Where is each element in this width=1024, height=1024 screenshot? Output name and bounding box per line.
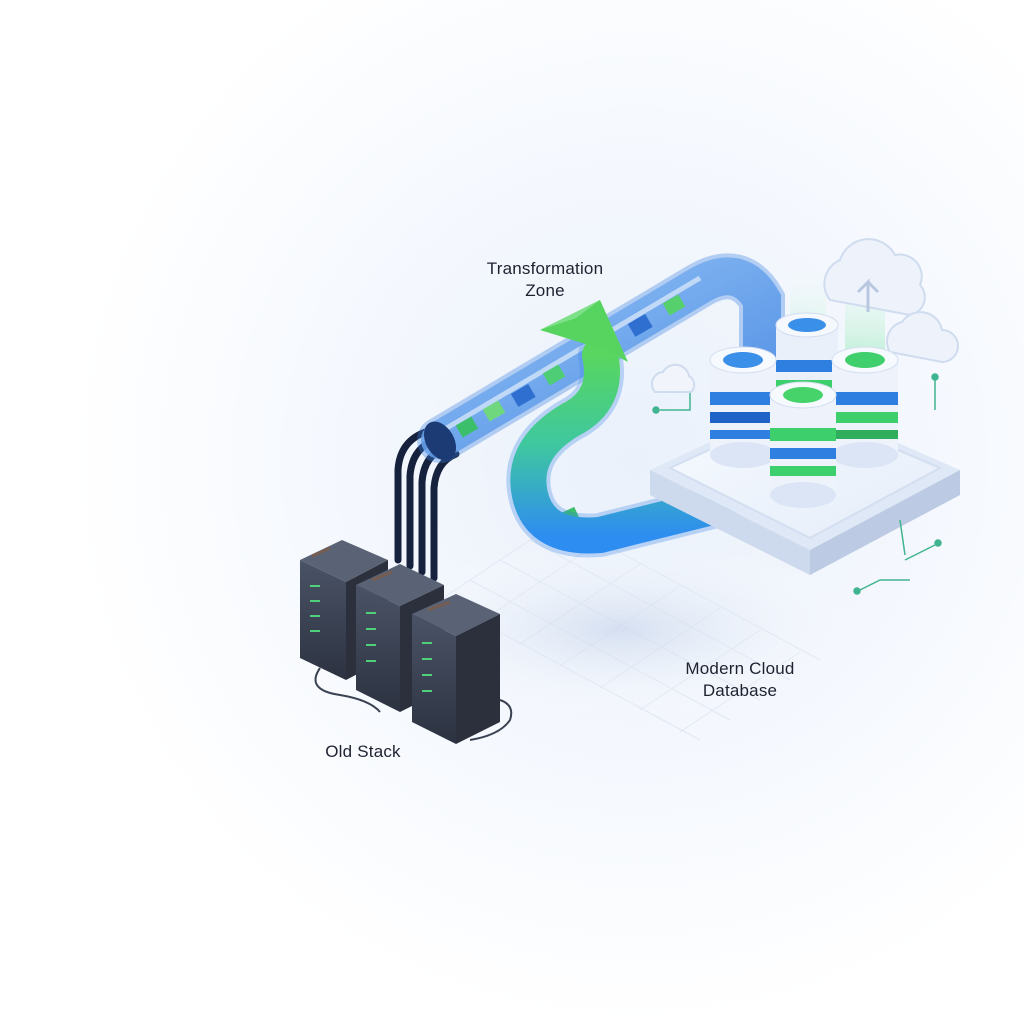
transformation-zone-line-1: Transformation [486, 259, 604, 278]
cloud-upload-icon [650, 238, 959, 393]
old-stack-label: Old Stack [325, 742, 401, 761]
database-cylinder-icon [709, 312, 899, 508]
transformation-zone-line-2: Zone [525, 281, 565, 300]
pipeline-icon [417, 253, 785, 463]
circuit-lines [652, 373, 942, 595]
modern-cloud-database-line-2: Database [702, 681, 778, 700]
server-rack-icon [300, 540, 513, 744]
modern-cloud-database-line-1: Modern Cloud [685, 659, 795, 678]
modern-cloud-database-label: Modern Cloud Database [655, 658, 825, 702]
transform-arrow-icon [506, 300, 742, 558]
transformation-zone-label: Transformation Zone [455, 258, 635, 302]
